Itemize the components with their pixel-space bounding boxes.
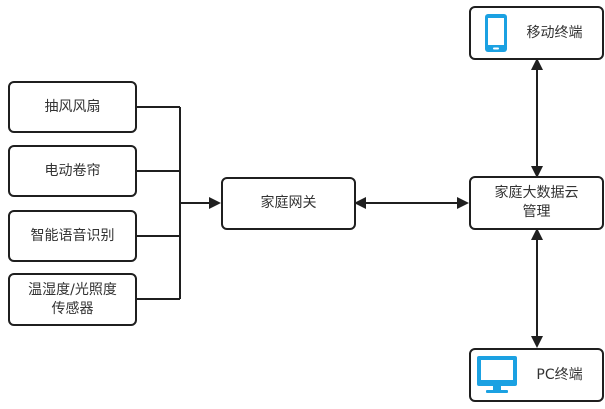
sensor-node: 温湿度/光照度 传感器 [8,273,137,326]
sensor-label-line1: 温湿度/光照度 [28,281,117,298]
voice-recognition-label: 智能语音识别 [30,227,115,244]
monitor-icon [477,356,517,393]
cloud-management-label-line2: 管理 [522,204,551,220]
mobile-phone-icon [485,14,507,52]
electric-curtain-node: 电动卷帘 [8,145,137,197]
sensor-label: 温湿度/光照度 传感器 [28,281,117,319]
sensor-label-line2: 传感器 [51,300,94,317]
exhaust-fan-label: 抽风风扇 [44,98,101,115]
electric-curtain-label: 电动卷帘 [44,162,101,179]
cloud-management-node: 家庭大数据云 管理 [469,176,604,230]
cloud-management-label-line1: 家庭大数据云 [494,185,579,201]
exhaust-fan-node: 抽风风扇 [8,81,137,133]
home-gateway-label: 家庭网关 [260,195,317,211]
mobile-terminal-label: 移动终端 [526,24,583,41]
pc-terminal-node: PC终端 [469,348,604,402]
pc-terminal-label: PC终端 [536,366,583,383]
mobile-terminal-node: 移动终端 [469,6,604,60]
home-gateway-node: 家庭网关 [221,177,356,230]
cloud-management-label: 家庭大数据云 管理 [495,184,579,222]
voice-recognition-node: 智能语音识别 [8,210,137,262]
